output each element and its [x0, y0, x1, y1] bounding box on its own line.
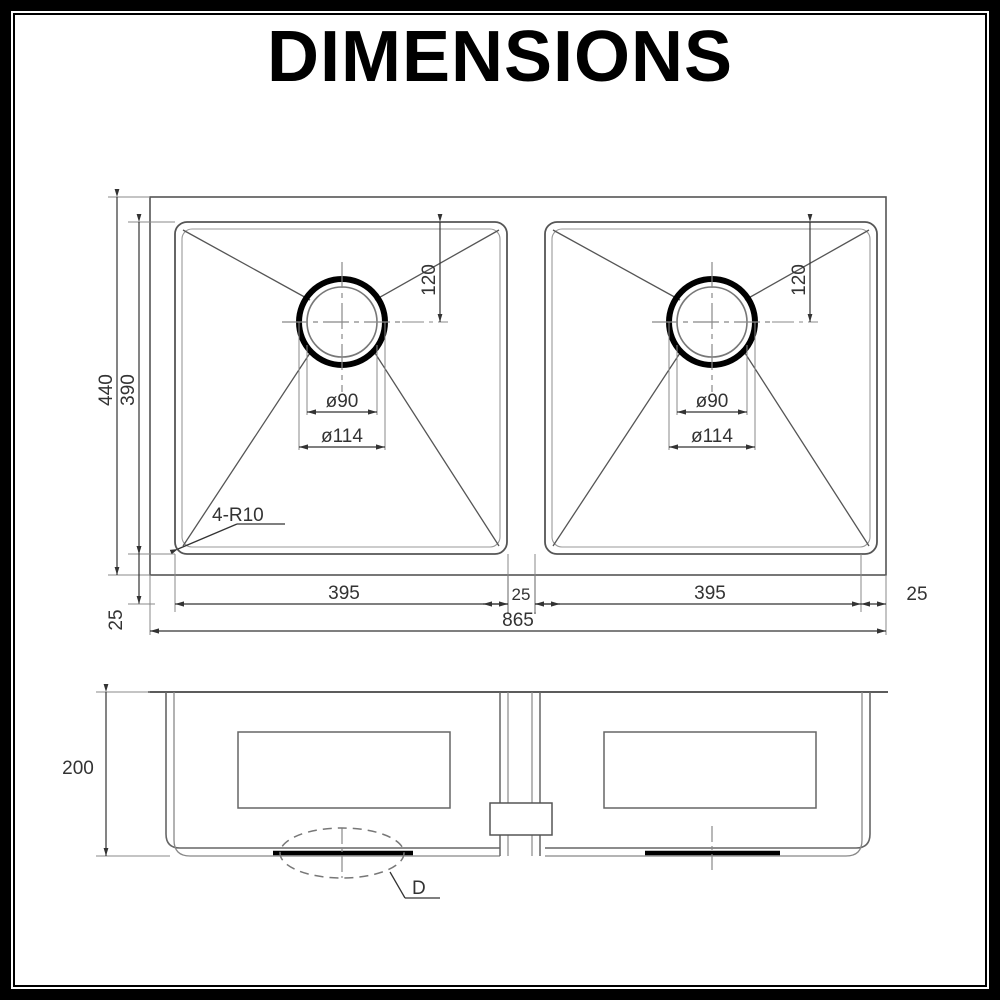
elev-left-bowl-body-inner [173, 692, 500, 857]
left-drain-offset-label: 120 [419, 264, 440, 296]
sink-outer-rim [149, 196, 887, 576]
plan-view-group: ø90 ø114 120 4-R10 [96, 189, 928, 635]
left-drain-inner-diameter-label: ø90 [326, 391, 359, 412]
left-bowl-slope-tr [374, 229, 500, 301]
detail-d-ellipse [279, 827, 405, 879]
detail-d-label: D [412, 878, 426, 899]
page-title: DIMENSIONS [266, 17, 734, 97]
overall-height-label: 440 [96, 374, 117, 406]
right-bowl-inner-outline [551, 228, 871, 548]
right-bowl-slope-tl [552, 229, 681, 301]
right-bowl-slope-tr [744, 229, 870, 301]
right-rim-label: 25 [906, 584, 927, 605]
right-bowl-slope-br [742, 349, 870, 547]
elev-right-bowl-body-inner [545, 692, 863, 857]
left-bowl-width-label: 395 [328, 583, 360, 604]
elev-left-bowl-body [165, 692, 500, 849]
left-bowl-slope-br [372, 349, 500, 547]
bottom-rim-label: 25 [106, 609, 127, 630]
left-bowl-slope-bl [182, 349, 313, 547]
corner-radius-label: 4-R10 [212, 505, 264, 526]
left-bowl-inner-outline [181, 228, 501, 548]
right-drain-inner-diameter-label: ø90 [696, 391, 729, 412]
elev-right-bowl-body [545, 692, 871, 849]
left-bowl-slope-tl [182, 229, 311, 301]
right-drain-outer-diameter-label: ø114 [691, 426, 733, 447]
elev-depth-label: 200 [62, 758, 94, 779]
bowl-height-label: 390 [118, 374, 139, 406]
overall-width-label: 865 [502, 610, 534, 631]
r10-leader-line [169, 523, 238, 555]
left-bowl-outline [174, 221, 508, 555]
elev-center-boss [489, 802, 553, 836]
right-bowl-width-label: 395 [694, 583, 726, 604]
inner-border [13, 13, 987, 987]
center-divider-label: 25 [512, 585, 531, 604]
right-drain-offset-label: 120 [789, 264, 810, 296]
left-drain-outer-diameter-label: ø114 [321, 426, 363, 447]
elevation-view-group: D 200 [62, 684, 888, 899]
elev-left-pad [237, 731, 451, 809]
right-bowl-slope-bl [552, 349, 683, 547]
detail-d-leader-line [389, 871, 406, 899]
elev-right-pad [603, 731, 817, 809]
right-bowl-outline [544, 221, 878, 555]
